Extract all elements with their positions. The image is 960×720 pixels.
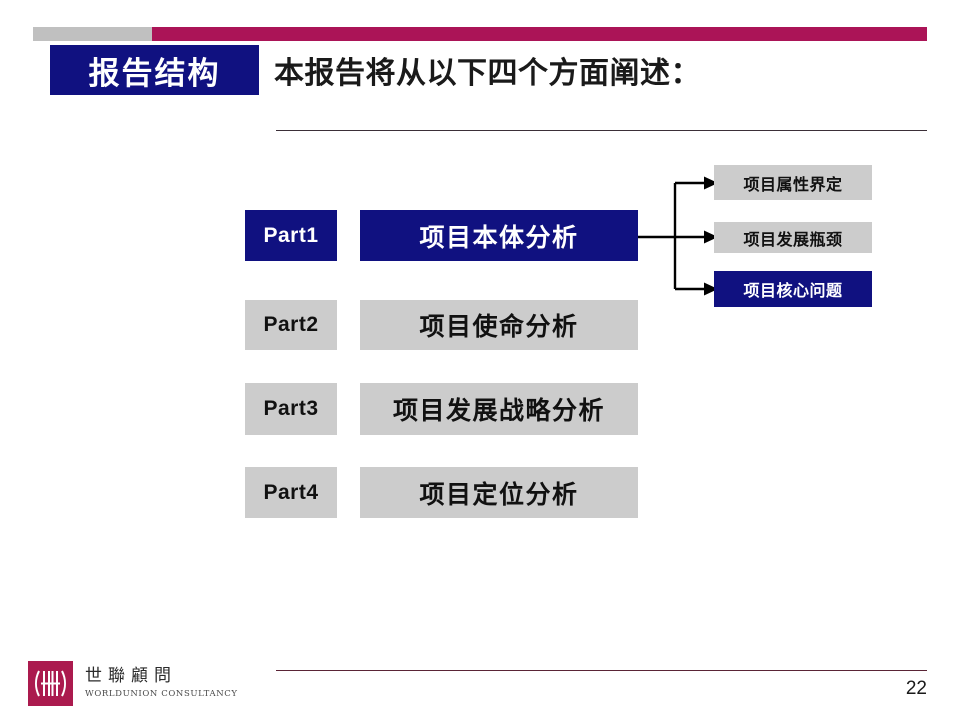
worldunion-logo-icon — [28, 660, 73, 706]
subitem-label-1: 项目属性界定 — [743, 176, 843, 194]
company-logo: 世聯顧問 WORLDUNION CONSULTANCY — [28, 658, 243, 708]
page-number: 22 — [905, 678, 927, 699]
arrowhead-3 — [704, 282, 718, 296]
part-tag-3[interactable]: Part3 — [245, 383, 337, 435]
subitem-label-3: 项目核心问题 — [743, 283, 843, 300]
part-title-label-1: 项目本体分析 — [419, 223, 579, 252]
part-title-label-4: 项目定位分析 — [419, 480, 579, 509]
header-divider-line — [276, 130, 927, 131]
part-title-label-2: 项目使命分析 — [419, 313, 579, 341]
part-tag-label-1: Part1 — [263, 223, 319, 247]
arrowhead-2 — [704, 230, 718, 244]
subitem-box-1[interactable]: 项目属性界定 — [714, 165, 872, 200]
header-crimson-bar — [152, 27, 927, 41]
part-title-2[interactable]: 项目使命分析 — [360, 300, 638, 350]
connector-arrows — [638, 176, 718, 296]
part-tag-2[interactable]: Part2 — [245, 300, 337, 350]
part-title-label-3: 项目发展战略分析 — [392, 397, 605, 425]
subitem-box-3[interactable]: 项目核心问题 — [714, 271, 872, 307]
logo-chinese-name: 世聯顧問 — [85, 666, 177, 687]
part-tag-4[interactable]: Part4 — [245, 467, 337, 518]
logo-english-name: WORLDUNION CONSULTANCY — [85, 688, 238, 699]
part-tag-label-4: Part4 — [263, 480, 319, 504]
arrowhead-1 — [704, 176, 718, 190]
subitem-label-2: 项目发展瓶颈 — [743, 231, 843, 249]
part-title-3[interactable]: 项目发展战略分析 — [360, 383, 638, 435]
header-gray-bar — [33, 27, 153, 41]
logo-wordmark: 世聯顧問 WORLDUNION CONSULTANCY — [85, 667, 238, 699]
section-badge-label: 报告结构 — [88, 55, 221, 91]
footer-divider-line — [276, 670, 927, 671]
section-badge: 报告结构 — [50, 45, 259, 95]
part-title-1[interactable]: 项目本体分析 — [360, 210, 638, 261]
page-title: 本报告将从以下四个方面阐述： — [274, 47, 701, 93]
part-tag-label-2: Part2 — [263, 313, 319, 336]
page-title-text: 本报告将从以下四个方面阐述： — [274, 57, 701, 90]
part-tag-1[interactable]: Part1 — [245, 210, 337, 261]
subitem-box-2[interactable]: 项目发展瓶颈 — [714, 222, 872, 253]
part-tag-label-3: Part3 — [263, 397, 319, 420]
part-title-4[interactable]: 项目定位分析 — [360, 467, 638, 518]
